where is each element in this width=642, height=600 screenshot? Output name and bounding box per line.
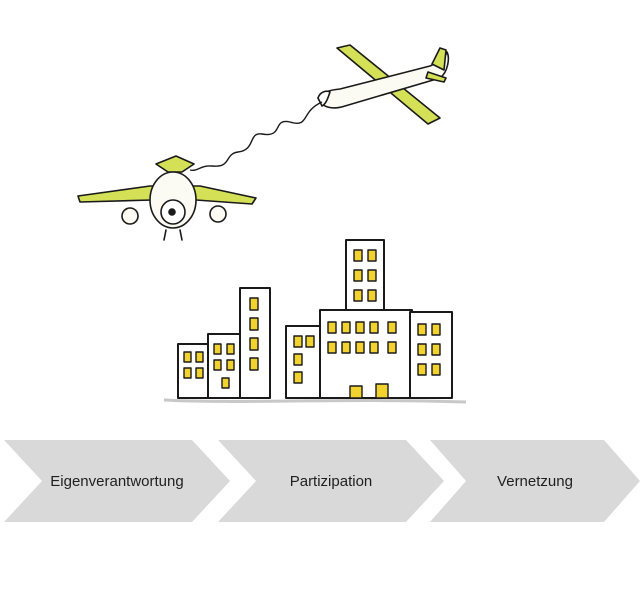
illustration: [77, 44, 467, 404]
chevron-step-partizipation: Partizipation: [218, 440, 444, 522]
chevron-step-vernetzung: Vernetzung: [430, 440, 640, 522]
tow-line: [189, 101, 323, 172]
airplane-front-icon: [77, 155, 257, 241]
chevron-label: Eigenverantwortung: [50, 472, 184, 490]
chevron-shape: [430, 440, 640, 522]
chevron-label: Partizipation: [289, 472, 373, 490]
chevron-step-eigenverantwortung: Eigenverantwortung: [4, 440, 230, 522]
chevron-shape: [218, 440, 444, 522]
chevron-label: Vernetzung: [497, 472, 573, 490]
city-skyline-icon: [163, 239, 467, 404]
process-chevron-bar: Eigenverantwortung Partizipation Vernetz…: [0, 440, 642, 522]
chevron-shape: [4, 440, 230, 522]
airplane-side-icon: [317, 44, 450, 125]
